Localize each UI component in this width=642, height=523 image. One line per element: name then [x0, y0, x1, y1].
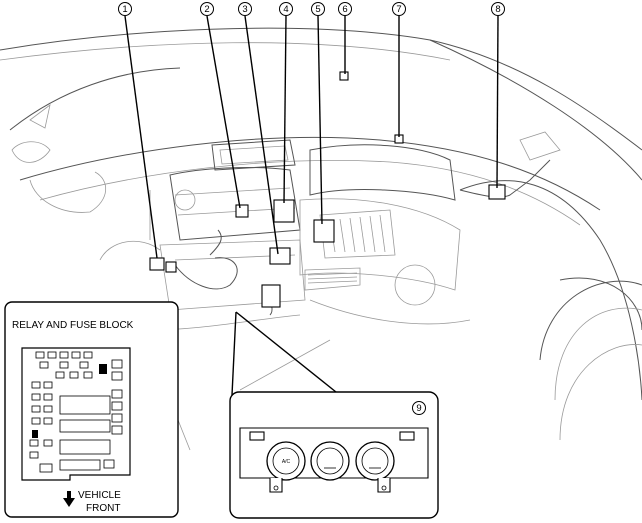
callout-8-label: 8: [495, 4, 500, 15]
windshield-inner-line: [0, 42, 451, 61]
knob-fan: [310, 441, 350, 481]
callout-4: 4: [279, 2, 293, 16]
knob-ac: A/C: [266, 441, 306, 481]
zoom-line-left: [231, 311, 237, 396]
wheel-rim: [559, 344, 642, 441]
relay-block-title: RELAY AND FUSE BLOCK: [12, 320, 134, 331]
relay-10-marker: [99, 364, 107, 374]
right-mirror: [519, 131, 561, 161]
harness-branch: [209, 229, 222, 256]
lower-console: [159, 239, 306, 311]
wheel-arch-top: [559, 277, 642, 331]
callout-7: 7: [392, 2, 406, 16]
right-vent-slot: [399, 431, 415, 441]
leader-8: [496, 15, 499, 189]
callout-9: 9: [412, 401, 426, 415]
left-vent-outline: [29, 104, 51, 129]
down-arrow-icon: [63, 491, 75, 507]
left-vent-slot: [249, 431, 265, 441]
left-vent-circle: [174, 189, 196, 211]
zoom-line-right: [235, 311, 337, 393]
center-stack-upper: [169, 167, 301, 241]
callout-5-label: 5: [315, 4, 320, 15]
part-6-sensor: [339, 71, 349, 81]
leader-lines: [35, 15, 499, 435]
knob-ac-label: A/C: [282, 459, 291, 465]
glovebox-upper: [309, 144, 456, 201]
part-lower-bracket: [261, 284, 281, 308]
leader-5: [317, 15, 323, 225]
fuse-grid: [29, 351, 123, 473]
left-dash-pod: [29, 171, 107, 213]
grille: [304, 267, 361, 291]
center-stack-line-1: [174, 187, 291, 196]
callout-5: 5: [311, 2, 325, 16]
callout-6: 6: [338, 2, 352, 16]
right-vent-circle: [394, 264, 436, 306]
callout-3: 3: [238, 2, 252, 16]
wiring-harness-left: [174, 257, 238, 290]
leader-1: [124, 15, 158, 259]
callout-1: 1: [118, 2, 132, 16]
mirror-outline: [11, 141, 51, 163]
part-2-sensor: [235, 204, 249, 218]
grille-slots: [307, 272, 358, 284]
part-5-unit: [313, 219, 335, 243]
callout-1-label: 1: [122, 4, 127, 15]
door-line: [459, 180, 642, 401]
callout-9-label: 9: [416, 403, 421, 414]
callout-8: 8: [491, 2, 505, 16]
gauge-hood: [211, 139, 296, 171]
leader-2: [206, 15, 241, 209]
floor-line-3: [309, 299, 471, 325]
relay-11-marker: [32, 430, 38, 438]
windshield-top-line: [0, 27, 642, 151]
dash-second-line: [39, 160, 581, 226]
wheel-inner: [554, 307, 642, 401]
part-1-relay: [165, 261, 177, 273]
callout-4-label: 4: [283, 4, 288, 15]
vehicle-front-label-line1: VEHICLE: [78, 490, 121, 501]
mount-tab-right: [377, 478, 391, 493]
leader-3: [244, 15, 279, 255]
passenger-panel: [299, 198, 461, 291]
steering-column-line: [99, 241, 161, 261]
floor-line-2: [239, 339, 331, 391]
dash-top-line: [19, 136, 601, 211]
part-3-module: [269, 247, 291, 265]
climate-panel-inset: 9 A/C: [229, 391, 439, 519]
mount-tab-left: [269, 478, 283, 493]
wheel-outer: [539, 280, 642, 361]
vehicle-front-label-line2: FRONT: [86, 503, 120, 514]
part-1-connector: [149, 257, 165, 271]
components: [149, 71, 506, 308]
a-pillar-left: [9, 67, 181, 131]
a-pillar-right: [429, 39, 642, 181]
callout-6-label: 6: [342, 4, 347, 15]
leader-4: [283, 15, 287, 204]
center-vent: [319, 209, 396, 259]
callout-2: 2: [200, 2, 214, 16]
relay-fuse-block-inset: RELAY AND FUSE BLOCK: [4, 301, 179, 518]
callout-7-label: 7: [396, 4, 401, 15]
part-4-unit: [273, 199, 295, 223]
callout-3-label: 3: [242, 4, 247, 15]
vent-slats: [329, 214, 386, 253]
callout-2-label: 2: [204, 4, 209, 15]
knob-mode: [355, 441, 395, 481]
